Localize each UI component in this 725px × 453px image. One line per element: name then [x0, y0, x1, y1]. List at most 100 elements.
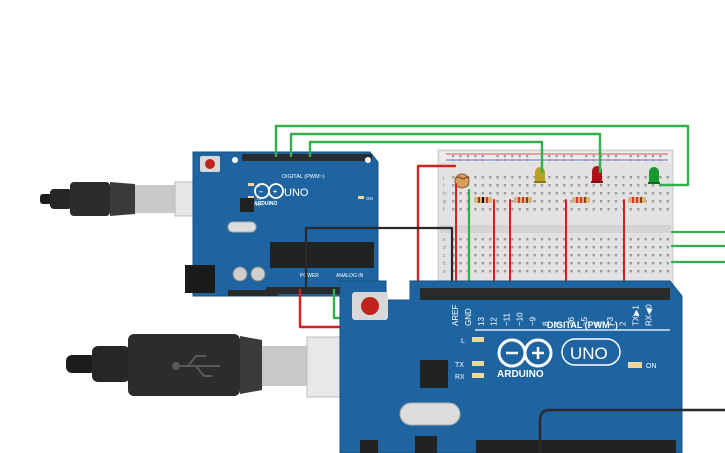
- breadboard-hole[interactable]: [600, 254, 603, 257]
- breadboard-hole[interactable]: [555, 270, 558, 273]
- breadboard-hole[interactable]: [563, 246, 566, 249]
- breadboard-hole[interactable]: [518, 262, 521, 265]
- breadboard-hole[interactable]: [503, 176, 507, 179]
- breadboard-hole[interactable]: [614, 270, 618, 273]
- rail-hole[interactable]: [637, 159, 640, 162]
- breadboard-hole[interactable]: [503, 262, 507, 265]
- breadboard-hole[interactable]: [496, 262, 499, 265]
- breadboard-hole[interactable]: [666, 270, 669, 273]
- breadboard-hole[interactable]: [651, 246, 655, 249]
- breadboard-hole[interactable]: [651, 184, 655, 187]
- breadboard-hole[interactable]: [555, 208, 558, 211]
- breadboard-hole[interactable]: [644, 262, 647, 265]
- breadboard-hole[interactable]: [614, 184, 618, 187]
- rail-hole[interactable]: [614, 159, 617, 162]
- breadboard-hole[interactable]: [629, 254, 632, 257]
- rail-hole[interactable]: [474, 155, 477, 158]
- breadboard-hole[interactable]: [452, 200, 455, 203]
- breadboard-hole[interactable]: [503, 270, 507, 273]
- rail-hole[interactable]: [644, 159, 647, 162]
- rail-hole[interactable]: [607, 159, 610, 162]
- breadboard-hole[interactable]: [592, 254, 595, 257]
- breadboard-hole[interactable]: [600, 262, 603, 265]
- breadboard-hole[interactable]: [555, 176, 558, 179]
- breadboard-hole[interactable]: [503, 184, 507, 187]
- breadboard-hole[interactable]: [629, 238, 632, 241]
- breadboard-hole[interactable]: [637, 238, 640, 241]
- breadboard-hole[interactable]: [563, 254, 566, 257]
- rail-hole[interactable]: [563, 155, 566, 158]
- breadboard-hole[interactable]: [644, 176, 647, 179]
- breadboard-hole[interactable]: [555, 262, 558, 265]
- rail-hole[interactable]: [659, 159, 662, 162]
- rail-hole[interactable]: [511, 155, 514, 158]
- breadboard-hole[interactable]: [548, 176, 551, 179]
- breadboard-hole[interactable]: [526, 192, 529, 195]
- resistor-3[interactable]: [572, 197, 590, 203]
- breadboard-hole[interactable]: [570, 254, 573, 257]
- breadboard-hole[interactable]: [481, 262, 484, 265]
- breadboard-hole[interactable]: [637, 254, 640, 257]
- breadboard-hole[interactable]: [659, 254, 662, 257]
- breadboard-hole[interactable]: [533, 246, 536, 249]
- breadboard-hole[interactable]: [592, 238, 595, 241]
- breadboard-hole[interactable]: [592, 184, 595, 187]
- breadboard-hole[interactable]: [533, 208, 536, 211]
- breadboard-hole[interactable]: [659, 176, 662, 179]
- breadboard-hole[interactable]: [585, 254, 588, 257]
- breadboard-hole[interactable]: [526, 246, 529, 249]
- breadboard-hole[interactable]: [474, 238, 477, 241]
- breadboard-hole[interactable]: [666, 176, 669, 179]
- breadboard-hole[interactable]: [452, 184, 455, 187]
- breadboard-hole[interactable]: [503, 238, 507, 241]
- breadboard-hole[interactable]: [555, 192, 558, 195]
- breadboard-hole[interactable]: [563, 238, 566, 241]
- breadboard-hole[interactable]: [629, 246, 632, 249]
- breadboard-hole[interactable]: [592, 200, 595, 203]
- breadboard-hole[interactable]: [481, 254, 484, 257]
- breadboard-hole[interactable]: [459, 262, 462, 265]
- breadboard-hole[interactable]: [511, 200, 514, 203]
- breadboard-hole[interactable]: [607, 192, 610, 195]
- breadboard-hole[interactable]: [511, 262, 514, 265]
- breadboard-hole[interactable]: [614, 176, 618, 179]
- breadboard-hole[interactable]: [607, 176, 610, 179]
- breadboard-hole[interactable]: [585, 262, 588, 265]
- breadboard-hole[interactable]: [659, 200, 662, 203]
- rail-hole[interactable]: [651, 155, 654, 158]
- breadboard-hole[interactable]: [555, 238, 558, 241]
- breadboard-hole[interactable]: [600, 238, 603, 241]
- breadboard-hole[interactable]: [659, 262, 662, 265]
- breadboard-hole[interactable]: [489, 176, 492, 179]
- breadboard-hole[interactable]: [577, 246, 581, 249]
- rail-hole[interactable]: [481, 155, 484, 158]
- breadboard-hole[interactable]: [533, 262, 536, 265]
- breadboard-hole[interactable]: [555, 246, 558, 249]
- breadboard-hole[interactable]: [540, 200, 544, 203]
- rail-hole[interactable]: [637, 155, 640, 158]
- breadboard-hole[interactable]: [540, 246, 544, 249]
- breadboard-hole[interactable]: [629, 262, 632, 265]
- breadboard-hole[interactable]: [481, 192, 484, 195]
- breadboard-hole[interactable]: [511, 238, 514, 241]
- breadboard-hole[interactable]: [489, 262, 492, 265]
- breadboard-hole[interactable]: [644, 246, 647, 249]
- breadboard-hole[interactable]: [577, 208, 581, 211]
- breadboard-hole[interactable]: [526, 270, 529, 273]
- breadboard-hole[interactable]: [577, 238, 581, 241]
- led-yellow[interactable]: [534, 167, 546, 183]
- breadboard-hole[interactable]: [526, 262, 529, 265]
- breadboard-hole[interactable]: [474, 184, 477, 187]
- breadboard-hole[interactable]: [577, 176, 581, 179]
- breadboard-hole[interactable]: [563, 208, 566, 211]
- breadboard-hole[interactable]: [474, 208, 477, 211]
- breadboard-hole[interactable]: [607, 246, 610, 249]
- breadboard-hole[interactable]: [489, 192, 492, 195]
- usb-cable-large[interactable]: [66, 334, 390, 398]
- breadboard-hole[interactable]: [452, 246, 455, 249]
- breadboard-hole[interactable]: [511, 192, 514, 195]
- breadboard-hole[interactable]: [666, 200, 669, 203]
- breadboard-hole[interactable]: [600, 184, 603, 187]
- breadboard-hole[interactable]: [570, 200, 573, 203]
- breadboard-hole[interactable]: [651, 208, 655, 211]
